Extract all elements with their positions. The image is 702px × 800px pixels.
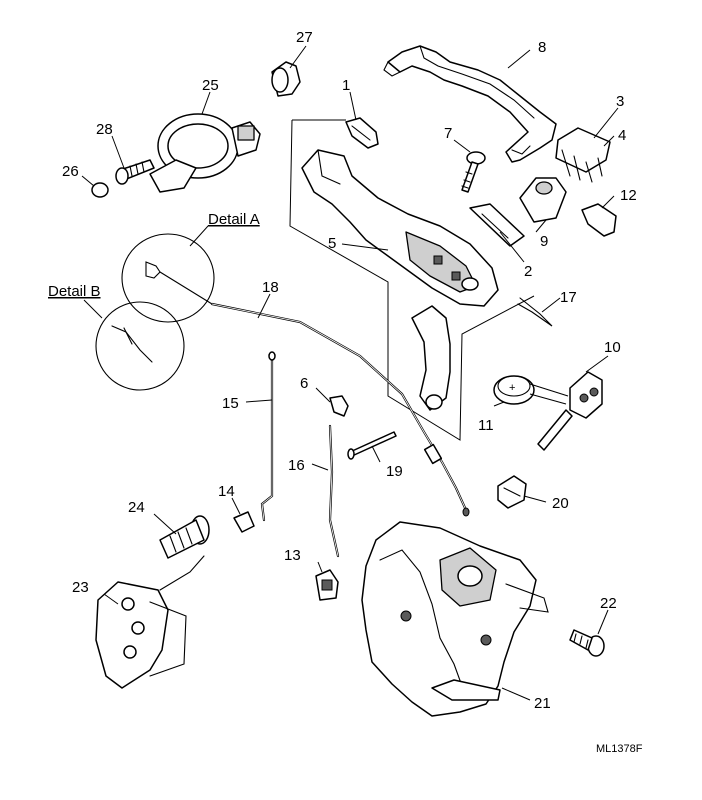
part-1-clip [345,117,379,149]
callout-10: 10 [604,339,621,356]
part-23-striker [95,555,205,689]
callout-21: 21 [534,695,551,712]
callout-16: 16 [288,457,305,474]
callout-3: 3 [616,93,624,110]
part-10-key [537,371,603,451]
part-25-lock-housing [149,113,261,193]
callout-9: 9 [540,233,548,250]
callout-27: 27 [296,29,313,46]
part-3-4-trim-block [555,127,611,183]
callout-5: 5 [328,235,336,252]
callout-1: 1 [342,77,350,94]
callout-19: 19 [386,463,403,480]
part-5-handle-carrier [301,149,499,307]
part-9-actuator [519,177,567,223]
part-2-gasket [469,203,525,247]
part-24-bolt [159,515,210,559]
part-27-cap [271,61,301,97]
callout-11: 11 [478,417,494,434]
svg-text:+: + [509,382,515,394]
detail-b-label: Detail B [48,283,101,300]
callout-23: 23 [72,579,89,596]
detail-a-circle [121,233,215,323]
callout-13: 13 [284,547,301,564]
part-15-rod [260,351,276,522]
figure-reference: ML1378F [596,743,643,755]
part-14-clip [233,511,255,533]
callout-14: 14 [218,483,235,500]
part-6-rod-clip [329,395,349,417]
part-5-carrier-group-box [289,119,535,441]
handle-lever [411,305,451,411]
part-18-cable [210,302,470,517]
callout-18: 18 [262,279,279,296]
part-17-spring [517,297,553,327]
part-19-pin [347,431,397,460]
callout-7: 7 [444,125,452,142]
leader-lines [81,45,619,701]
part-21-door-latch [361,521,549,717]
callout-4: 4 [618,127,626,144]
callout-8: 8 [538,39,546,56]
callout-6: 6 [300,375,308,392]
callout-17: 17 [560,289,577,306]
part-20-clip [497,475,527,509]
part-7-bolt [461,151,486,193]
part-26-o-ring [91,182,109,198]
part-11-battery: + [493,375,535,405]
part-16-rod [328,424,340,558]
part-28-screw [115,159,155,185]
part-22-screw [569,629,605,657]
detail-b-circle [95,301,185,391]
callout-15: 15 [222,395,239,412]
callout-28: 28 [96,121,113,138]
detail-a-label: Detail A [208,211,260,228]
callout-25: 25 [202,77,219,94]
callout-labels: 27 8 25 1 3 28 7 4 26 12 Detail A 9 5 2 … [48,29,637,712]
callout-20: 20 [552,495,569,512]
part-8-door-handle [383,45,557,163]
callout-26: 26 [62,163,79,180]
callout-12: 12 [620,187,637,204]
part-13-connector [315,569,339,601]
part-12-clip [581,203,617,237]
callout-2: 2 [524,263,532,280]
callout-24: 24 [128,499,145,516]
callout-22: 22 [600,595,617,612]
